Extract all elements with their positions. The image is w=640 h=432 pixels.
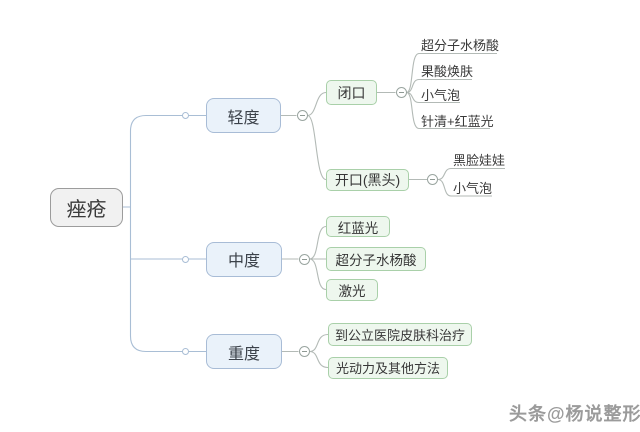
connector-root-trunk	[123, 114, 206, 353]
connector-severe-children	[309, 333, 329, 369]
connector-moderate-children	[309, 225, 327, 291]
node-supramolecular-salicylic-acid[interactable]: 超分子水杨酸	[326, 247, 426, 271]
connector-dot-moderate	[182, 255, 189, 263]
node-red-blue-light[interactable]: 红蓝光	[326, 216, 390, 237]
leaf-small-bubble[interactable]: 小气泡	[421, 87, 461, 103]
minus-icon	[301, 351, 307, 352]
branch-node-severe[interactable]: 重度	[206, 334, 282, 369]
connector-branch-stubs	[281, 114, 299, 353]
leaf-small-bubble-2[interactable]: 小气泡	[453, 180, 493, 196]
connector-mild-children	[307, 91, 327, 181]
minus-icon	[301, 258, 307, 260]
connector-dot-severe	[182, 348, 189, 355]
node-photodynamic-other-methods[interactable]: 光动力及其他方法	[328, 356, 448, 379]
leaf-supramolecular-salicylic-acid[interactable]: 超分子水杨酸	[421, 38, 500, 53]
connector-dot-mild	[182, 112, 189, 119]
collapse-button-severe[interactable]	[298, 346, 310, 357]
leaf-needle-clearing-red-blue-light[interactable]: 针清+红蓝光	[421, 113, 494, 129]
node-closed-comedone[interactable]: 闭口	[326, 80, 377, 105]
watermark-toutiao-author: 头条@杨说整形	[509, 404, 640, 424]
node-public-hospital-dermatology[interactable]: 到公立医院皮肤科治疗	[328, 323, 472, 346]
connector-open-comedone-children	[409, 167, 505, 197]
connector-closed-comedone-children	[377, 52, 497, 130]
collapse-button-closed-comedone[interactable]	[395, 87, 407, 98]
root-node-acne[interactable]: 痤疮	[50, 188, 123, 227]
leaf-fruit-acid-peel[interactable]: 果酸焕肤	[421, 64, 474, 79]
collapse-button-moderate[interactable]	[298, 253, 310, 265]
node-open-comedone-blackhead[interactable]: 开口(黑头)	[326, 168, 409, 191]
branch-node-moderate[interactable]: 中度	[206, 241, 282, 277]
minus-icon	[299, 115, 305, 116]
node-laser[interactable]: 激光	[326, 278, 378, 301]
branch-node-mild[interactable]: 轻度	[206, 98, 281, 133]
leaf-black-doll[interactable]: 黑脸娃娃	[453, 153, 506, 168]
collapse-button-open-comedone[interactable]	[427, 174, 438, 185]
collapse-button-mild[interactable]	[296, 110, 308, 121]
minus-icon	[398, 92, 404, 93]
minus-icon	[430, 179, 435, 180]
